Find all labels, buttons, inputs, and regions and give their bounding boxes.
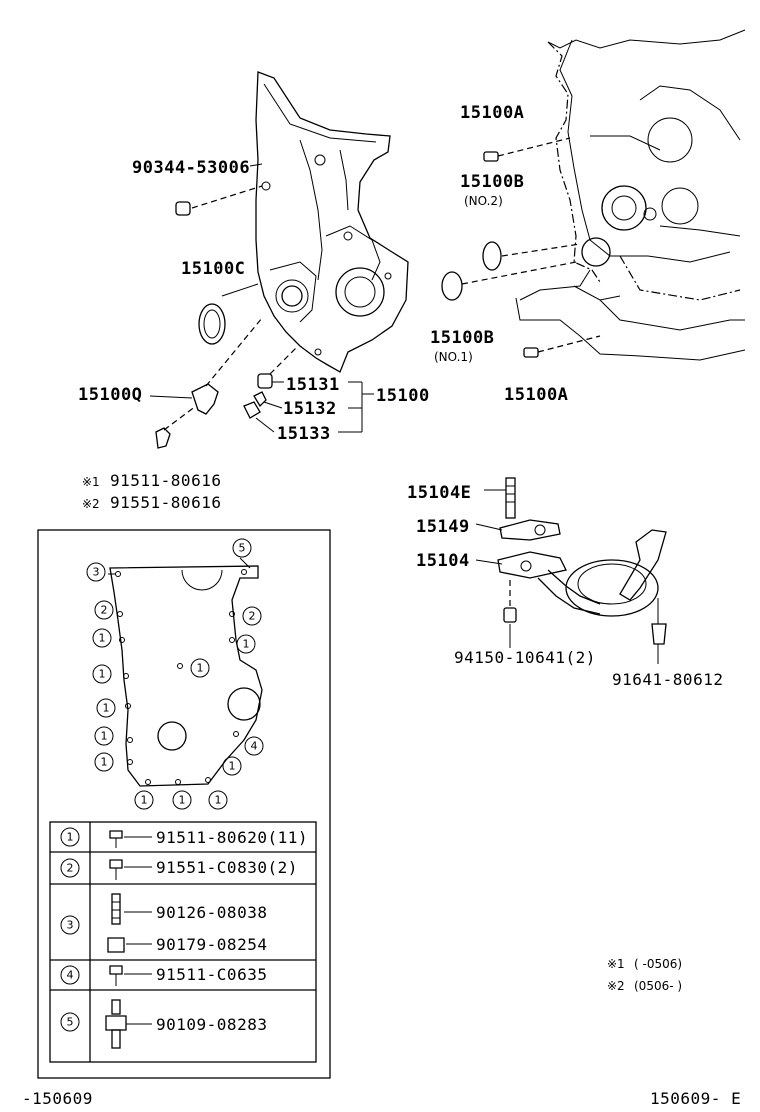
legend-table: 1 91511-80620(11) 2 91551-C0830(2) 3 901… [49,821,317,1063]
timing-cover-drawing [255,71,409,373]
label-15104E: 15104E [407,483,471,503]
label-15100A-bot: 15100A [504,385,568,405]
svg-text:1: 1 [215,794,222,807]
bolt-layout-box [37,529,331,1079]
footer-left-code: -150609 [22,1089,93,1108]
callout-circle: 1 [94,752,114,772]
callout-circle: 1 [236,634,256,654]
switch-15100Q [155,317,263,449]
label-15100A-top: 15100A [460,103,524,123]
callout-circle: 2 [242,606,262,626]
label-15149: 15149 [416,517,470,537]
svg-text:1: 1 [101,756,108,769]
gasket-callouts: 3 5 2 2 1 1 1 1 1 1 4 1 1 1 1 1 [86,538,264,810]
label-94150: 94150-10641(2) [454,648,596,667]
legend-row: 5 90109-08283 [60,999,267,1049]
svg-text:1: 1 [103,702,110,715]
legend-row: 4 91511-C0635 [60,965,267,986]
label-15131: 15131 [286,375,340,395]
svg-text:90126-08038: 90126-08038 [156,903,267,922]
callout-circle: 1 [172,790,192,810]
variant-part-1: 91511-80616 [110,471,221,490]
variant-part-2: 91551-80616 [110,493,221,512]
callout-circle: 3 [86,562,106,582]
callout-circle: 4 [244,736,264,756]
footer: -150609 150609- E [22,1089,741,1108]
footer-right-code: 150609- E [650,1089,741,1108]
svg-text:1: 1 [99,668,106,681]
group-bracket-15100 [255,381,374,433]
variant-mark-2: ※2 [82,497,100,511]
part-labels: 90344-53006 15100C 15100Q 15131 15132 15… [78,103,723,689]
callout-circle: 1 [208,790,228,810]
variant-mark-1: ※1 [82,475,100,489]
svg-text:1: 1 [179,794,186,807]
plug-90344 [175,185,263,216]
callout-circle: 1 [222,756,242,776]
label-15100: 15100 [376,386,430,406]
svg-text:5: 5 [239,542,246,555]
callout-circle: 1 [92,628,112,648]
label-15133: 15133 [277,424,331,444]
footnotes: ※1 ( -0506) ※2 (0506- ) [607,957,682,993]
footnote-mark-2: ※2 [607,979,625,993]
callout-circle: 1 [94,726,114,746]
label-15132: 15132 [283,399,337,419]
svg-text:1: 1 [99,632,106,645]
svg-text:2: 2 [249,610,256,623]
svg-text:1: 1 [229,760,236,773]
label-15100B-bot: 15100B [430,328,494,348]
label-15100B-top: 15100B [460,172,524,192]
svg-text:2: 2 [67,862,74,875]
svg-text:3: 3 [67,919,74,932]
relief-valve-parts [243,345,299,419]
legend-row: 2 91551-C0830(2) [60,858,298,880]
label-no1: (NO.1) [434,350,473,364]
svg-text:90179-08254: 90179-08254 [156,935,267,954]
callout-circle: 5 [232,538,252,558]
oil-strainer-drawing [475,477,667,664]
engine-block-drawing [515,29,746,361]
legend-row: 3 90126-08038 90179-08254 [60,893,267,954]
svg-text:5: 5 [67,1016,74,1029]
svg-text:91511-80620(11): 91511-80620(11) [156,828,308,847]
callout-circle: 1 [96,698,116,718]
svg-text:1: 1 [141,794,148,807]
svg-text:4: 4 [67,969,74,982]
svg-text:90109-08283: 90109-08283 [156,1015,267,1034]
svg-text:3: 3 [93,566,100,579]
callout-circle: 2 [94,600,114,620]
footnote-text-2: (0506- ) [634,979,682,993]
label-15104: 15104 [416,551,470,571]
footnote-mark-1: ※1 [607,957,625,971]
svg-text:1: 1 [67,831,74,844]
engine-pins-orings [441,137,601,358]
svg-text:4: 4 [251,740,258,753]
legend-row: 1 91511-80620(11) [60,827,308,848]
svg-text:1: 1 [197,662,204,675]
label-15100Q: 15100Q [78,385,142,405]
callout-circle: 1 [92,664,112,684]
oil-seal-15100C [198,283,259,345]
svg-text:1: 1 [101,730,108,743]
label-90344: 90344-53006 [132,158,250,178]
svg-text:1: 1 [243,638,250,651]
callout-circle: 1 [134,790,154,810]
svg-text:2: 2 [101,604,108,617]
label-15100C: 15100C [181,259,245,279]
label-91641: 91641-80612 [612,670,723,689]
callout-circle: 1 [190,658,210,678]
footnote-text-1: ( -0506) [634,957,682,971]
svg-text:91551-C0830(2): 91551-C0830(2) [156,858,298,877]
svg-text:91511-C0635: 91511-C0635 [156,965,267,984]
label-no2: (NO.2) [464,194,503,208]
